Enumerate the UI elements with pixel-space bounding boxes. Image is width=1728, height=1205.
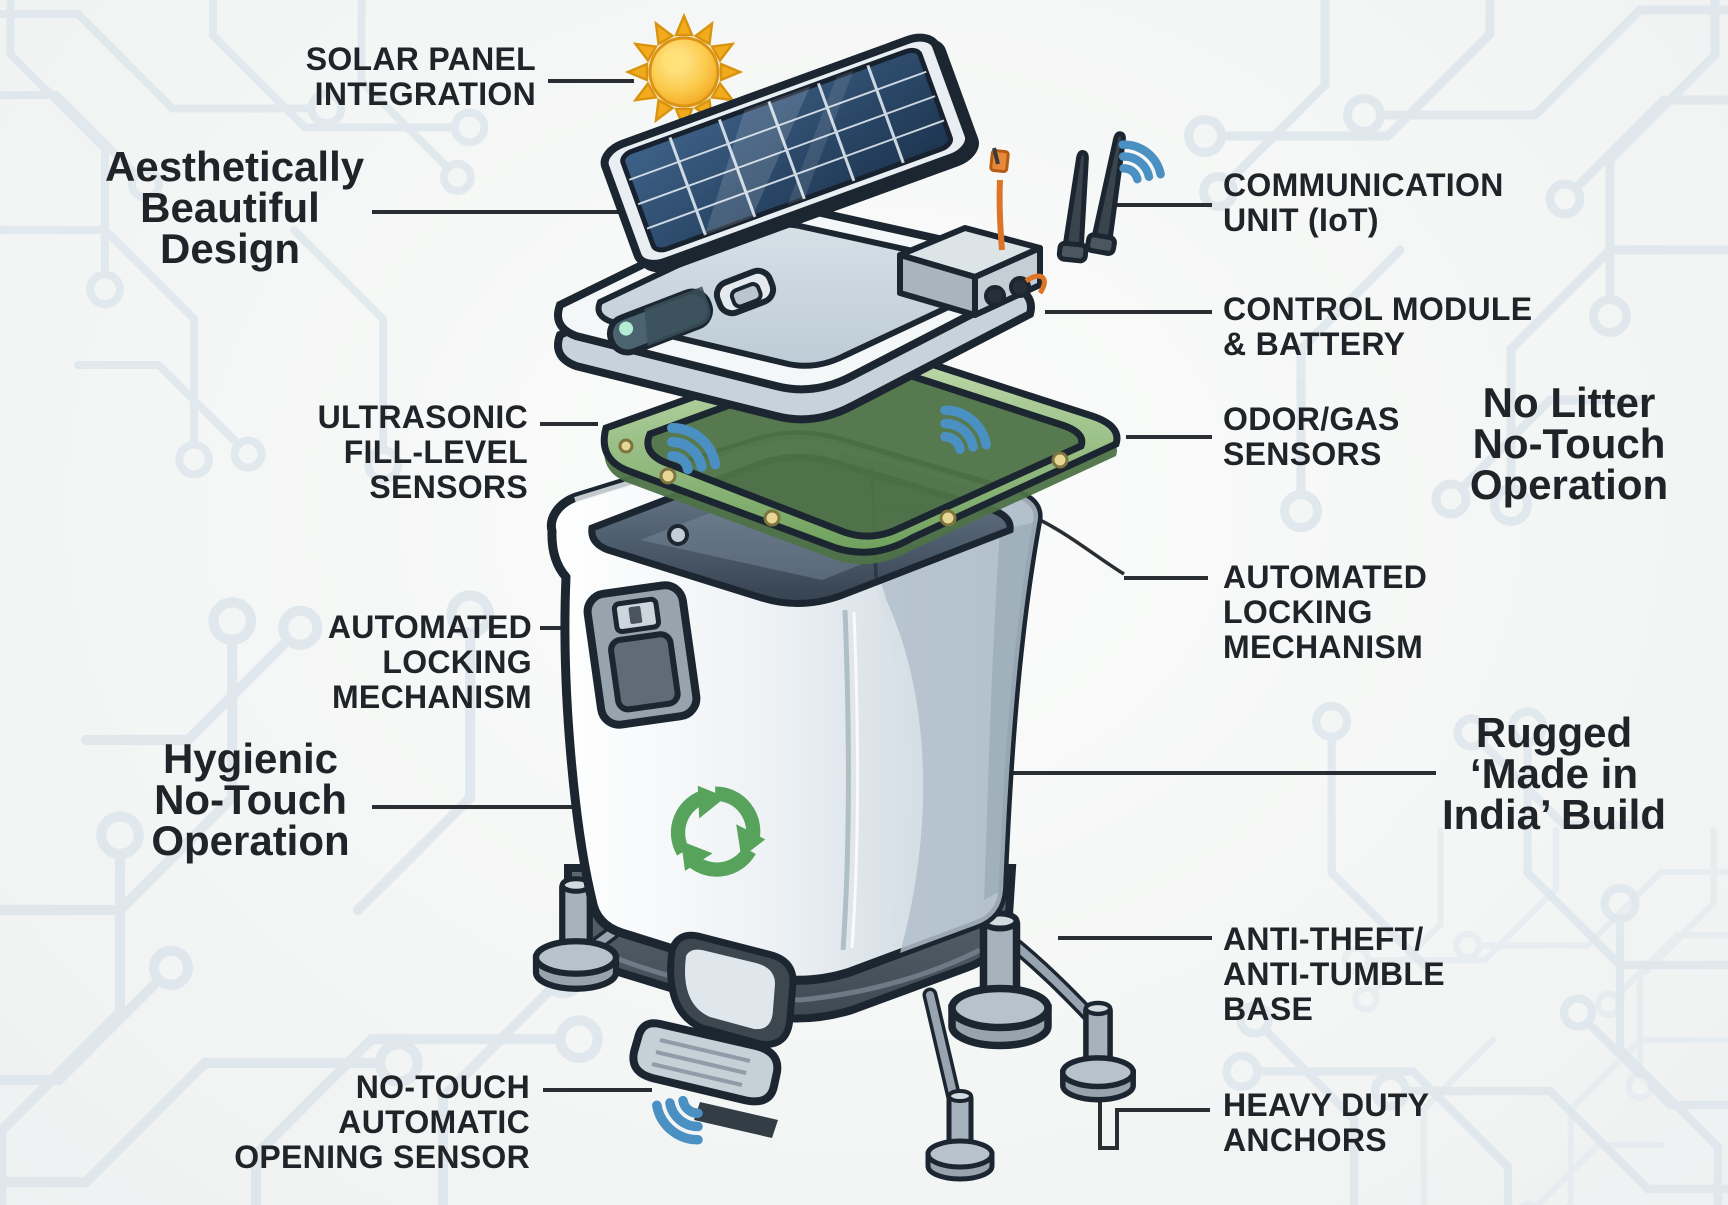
label-ultrasonic-sensors: ULTRASONIC FILL-LEVEL SENSORS — [317, 399, 528, 505]
label-rugged-build: Rugged ‘Made in India’ Build — [1441, 709, 1666, 838]
label-no-litter-operation: No Litter No-Touch Operation — [1469, 379, 1669, 508]
leader-lines — [372, 79, 1436, 1150]
label-heavy-duty-anchors: HEAVY DUTY ANCHORS — [1223, 1087, 1430, 1158]
pedal-assembly — [629, 931, 797, 1138]
solar-panel — [600, 30, 980, 276]
lid-handle — [713, 267, 777, 317]
label-control-module-battery: CONTROL MODULE & BATTERY — [1223, 291, 1533, 362]
locking-latch — [583, 581, 701, 729]
leader-heavy-duty — [1098, 1096, 1210, 1150]
label-hygienic-operation: Hygienic No-Touch Operation — [151, 735, 350, 864]
label-communication-unit: COMMUNICATION UNIT (IoT) — [1223, 167, 1504, 238]
leader-locking-right-curve — [1039, 518, 1125, 576]
label-locking-mechanism-left: AUTOMATED LOCKING MECHANISM — [327, 609, 532, 715]
ring-rivets — [618, 438, 1069, 527]
label-locking-mechanism-right: AUTOMATED LOCKING MECHANISM — [1223, 559, 1428, 665]
module-wire — [989, 147, 1010, 251]
lid-sensor-window — [606, 286, 714, 356]
label-solar-panel-integration: SOLAR PANEL INTEGRATION — [305, 41, 536, 112]
sun-icon — [624, 12, 744, 132]
anchor-front-right — [928, 1091, 992, 1179]
label-aesthetic-design: Aesthetically Beautiful Design — [105, 143, 365, 272]
label-anti-theft-base: ANTI-THEFT/ ANTI-TUMBLE BASE — [1223, 921, 1445, 1027]
antenna-icon — [1056, 131, 1126, 264]
smart-lid — [554, 131, 1126, 424]
anchor-far-right — [1063, 1003, 1133, 1100]
control-module-box — [897, 225, 1043, 318]
label-no-touch-opening-sensor: NO-TOUCH AUTOMATIC OPENING SENSOR — [234, 1069, 530, 1175]
label-odor-gas-sensors: ODOR/GAS SENSORS — [1223, 401, 1400, 472]
